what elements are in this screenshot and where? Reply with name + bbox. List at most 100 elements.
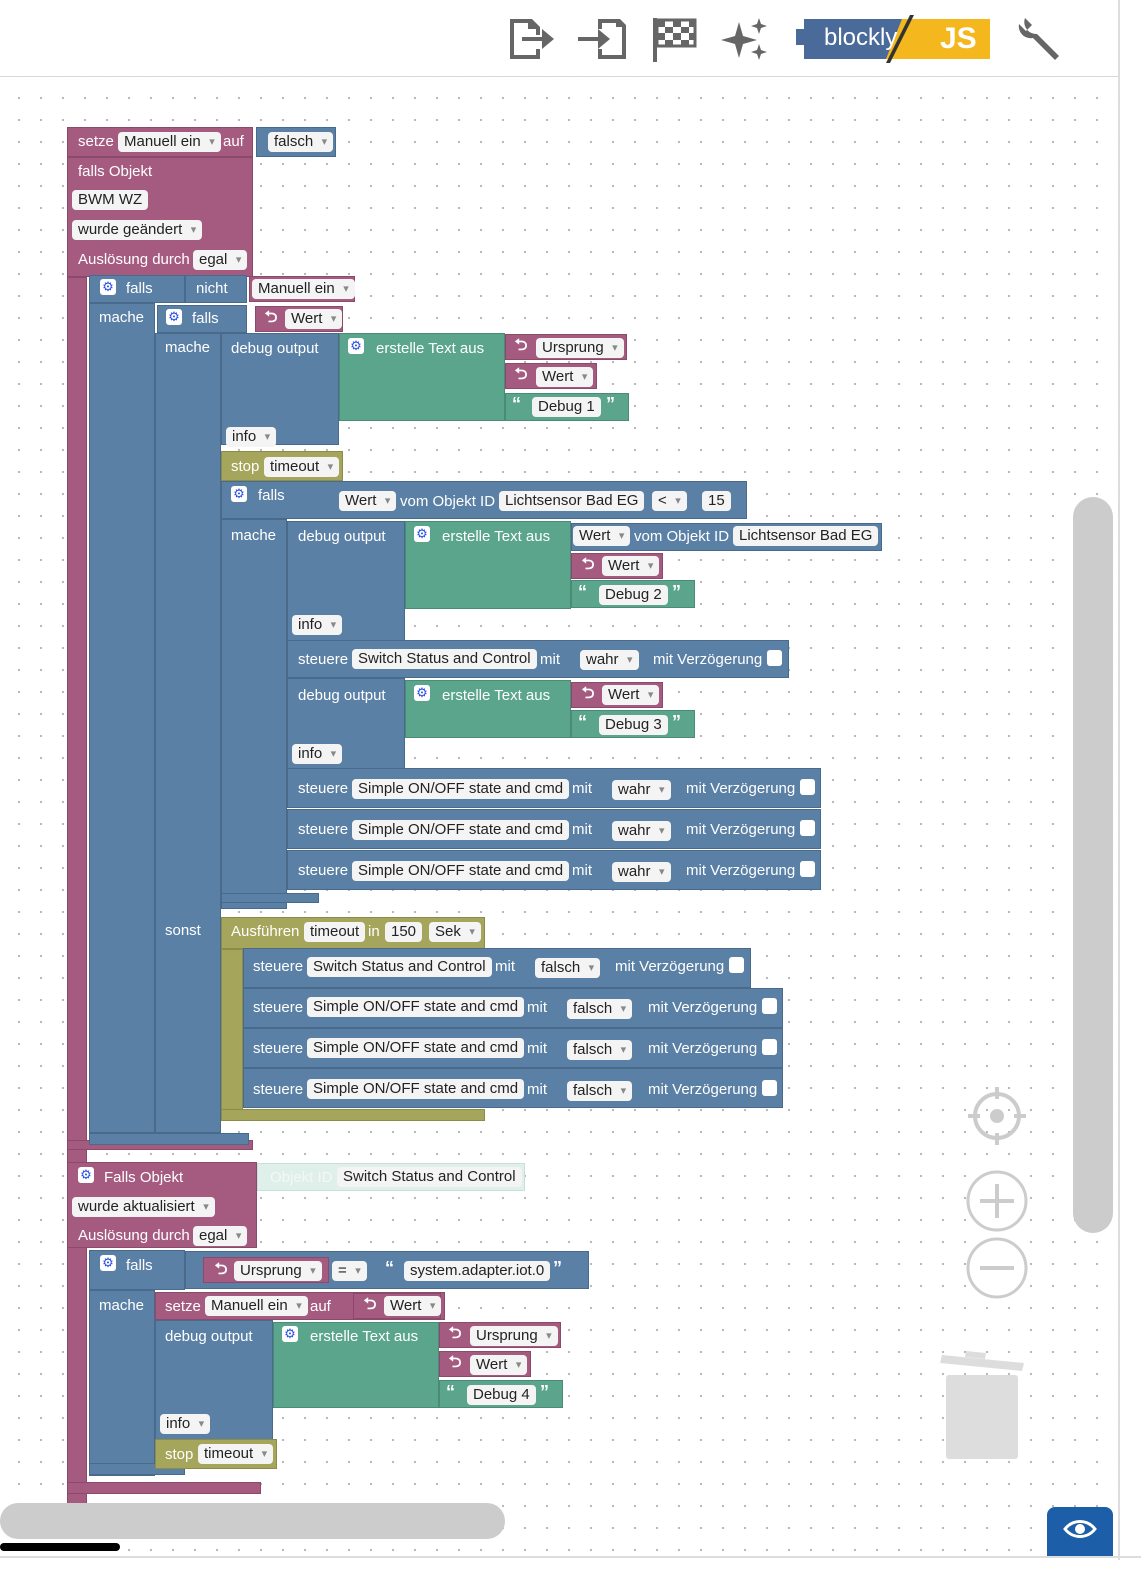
compare-op-dropdown[interactable]: = xyxy=(332,1261,367,1281)
zoom-in-icon[interactable] xyxy=(966,1170,1028,1232)
objekt-id-simple[interactable]: Simple ON/OFF state and cmd xyxy=(307,997,525,1017)
wahr-dropdown[interactable]: wahr xyxy=(612,821,671,841)
variable-get-icon: ⮌ xyxy=(514,366,528,383)
block-erstelle-text-4[interactable] xyxy=(273,1322,439,1408)
falsch-dropdown[interactable]: falsch xyxy=(567,1081,633,1101)
loglevel-dropdown[interactable]: info xyxy=(292,615,343,635)
trigger-dropdown[interactable]: wurde geändert xyxy=(72,220,203,240)
timeout-dropdown[interactable]: timeout xyxy=(264,457,340,477)
variable-get-icon: ⮌ xyxy=(448,1354,462,1371)
block-falls-1-mache xyxy=(89,303,155,1133)
number-150[interactable]: 150 xyxy=(385,922,423,942)
crosshair-icon[interactable] xyxy=(966,1085,1028,1147)
verzoegerung-checkbox[interactable] xyxy=(729,957,744,973)
auf-label: auf xyxy=(310,1298,331,1315)
import-icon[interactable] xyxy=(574,12,630,66)
verzoegerung-checkbox[interactable] xyxy=(762,1039,777,1055)
block-steuere-switch-1[interactable] xyxy=(287,640,789,678)
text-debug-1[interactable]: Debug 1 xyxy=(532,397,601,417)
gear-icon[interactable]: ⚙ xyxy=(282,1326,298,1342)
objekt-id-switch[interactable]: Switch Status and Control xyxy=(352,649,537,669)
var-dropdown-wert[interactable]: Wert xyxy=(602,685,660,705)
objekt-id-switch[interactable]: Switch Status and Control xyxy=(307,957,492,977)
debug-output-label: debug output xyxy=(298,687,386,704)
timeout-name[interactable]: timeout xyxy=(304,922,366,942)
objekt-id-simple[interactable]: Simple ON/OFF state and cmd xyxy=(307,1038,525,1058)
block-erstelle-text-2[interactable] xyxy=(405,521,571,609)
gear-icon[interactable]: ⚙ xyxy=(78,1167,94,1183)
timeout-dropdown[interactable]: timeout xyxy=(198,1444,274,1464)
block-nicht[interactable] xyxy=(185,275,247,303)
var-dropdown-manuell[interactable]: Manuell ein xyxy=(118,132,221,152)
gear-icon[interactable]: ⚙ xyxy=(348,338,364,354)
gear-icon[interactable]: ⚙ xyxy=(414,685,430,701)
text-debug-4[interactable]: Debug 4 xyxy=(467,1385,536,1405)
egal-dropdown[interactable]: egal xyxy=(193,250,248,270)
gear-icon[interactable]: ⚙ xyxy=(166,309,182,325)
block-erstelle-text-1[interactable] xyxy=(339,333,505,421)
falsch-dropdown[interactable]: falsch xyxy=(268,132,334,152)
text-debug-3[interactable]: Debug 3 xyxy=(599,715,668,735)
falsch-dropdown[interactable]: falsch xyxy=(567,999,633,1019)
wahr-dropdown[interactable]: wahr xyxy=(580,650,639,670)
var-dropdown-ursprung[interactable]: Ursprung xyxy=(536,338,624,358)
horizontal-scrollbar[interactable] xyxy=(0,1503,505,1539)
unit-dropdown[interactable]: Sek xyxy=(429,922,481,942)
var-dropdown-manuell[interactable]: Manuell ein xyxy=(205,1296,308,1316)
gear-icon[interactable]: ⚙ xyxy=(231,486,247,502)
falsch-dropdown[interactable]: falsch xyxy=(567,1040,633,1060)
gear-icon[interactable]: ⚙ xyxy=(100,279,116,295)
eye-icon[interactable] xyxy=(1047,1507,1113,1557)
var-dropdown-manuell[interactable]: Manuell ein xyxy=(252,279,355,299)
wrench-icon[interactable] xyxy=(1012,12,1068,66)
verzoegerung-checkbox[interactable] xyxy=(800,779,815,795)
sparkle-icon[interactable] xyxy=(718,12,774,66)
verzoegerung-checkbox[interactable] xyxy=(762,1080,777,1096)
blockly-workspace[interactable]: setze Manuell ein auf falsch falls Objek… xyxy=(0,77,1120,1557)
erstelle-text-label: erstelle Text aus xyxy=(442,528,551,545)
objekt-id-simple[interactable]: Simple ON/OFF state and cmd xyxy=(352,861,570,881)
verzoegerung-checkbox[interactable] xyxy=(767,650,782,666)
gear-icon[interactable]: ⚙ xyxy=(414,526,430,542)
verzoegerung-checkbox[interactable] xyxy=(762,998,777,1014)
verzoegerung-checkbox[interactable] xyxy=(800,861,815,877)
loglevel-dropdown[interactable]: info xyxy=(292,744,343,764)
gear-icon[interactable]: ⚙ xyxy=(100,1255,116,1271)
egal-dropdown[interactable]: egal xyxy=(193,1226,248,1246)
wahr-dropdown[interactable]: wahr xyxy=(612,862,671,882)
block-erstelle-text-3[interactable] xyxy=(405,680,571,738)
blockly-js-toggle[interactable]: blockly JS xyxy=(794,12,994,66)
var-dropdown-wert[interactable]: Wert xyxy=(285,309,343,329)
var-dropdown-wert[interactable]: Wert xyxy=(384,1296,442,1316)
falls-label: falls xyxy=(258,487,285,504)
loglevel-dropdown[interactable]: info xyxy=(160,1414,211,1434)
wert-attr-dropdown[interactable]: Wert xyxy=(573,526,631,546)
compare-op-dropdown[interactable]: < xyxy=(652,491,687,511)
objekt-id-simple[interactable]: Simple ON/OFF state and cmd xyxy=(352,779,570,799)
trash-icon[interactable] xyxy=(938,1345,1028,1465)
var-dropdown-ursprung[interactable]: Ursprung xyxy=(234,1261,322,1281)
loglevel-dropdown[interactable]: info xyxy=(226,427,277,447)
var-dropdown-wert[interactable]: Wert xyxy=(536,367,594,387)
wert-attr-dropdown[interactable]: Wert xyxy=(339,491,397,511)
text-adapter[interactable]: system.adapter.iot.0 xyxy=(404,1261,551,1281)
verzoegerung-checkbox[interactable] xyxy=(800,820,815,836)
trigger-dropdown[interactable]: wurde aktualisiert xyxy=(72,1197,215,1217)
falsch-dropdown[interactable]: falsch xyxy=(535,958,601,978)
objekt-id-simple[interactable]: Simple ON/OFF state and cmd xyxy=(352,820,570,840)
objekt-id-lichtsensor[interactable]: Lichtsensor Bad EG xyxy=(733,526,879,546)
zoom-out-icon[interactable] xyxy=(966,1237,1028,1299)
objekt-id-lichtsensor[interactable]: Lichtsensor Bad EG xyxy=(499,491,645,511)
checkered-flag-icon[interactable] xyxy=(646,12,702,66)
vertical-scrollbar[interactable] xyxy=(1073,497,1113,1233)
text-debug-2[interactable]: Debug 2 xyxy=(599,585,668,605)
objekt-id-simple[interactable]: Simple ON/OFF state and cmd xyxy=(307,1079,525,1099)
var-dropdown-wert[interactable]: Wert xyxy=(470,1355,528,1375)
var-dropdown-ursprung[interactable]: Ursprung xyxy=(470,1326,558,1346)
objekt-id-switch[interactable]: Switch Status and Control xyxy=(337,1167,522,1187)
wahr-dropdown[interactable]: wahr xyxy=(612,780,671,800)
export-icon[interactable] xyxy=(502,12,558,66)
number-15[interactable]: 15 xyxy=(702,491,731,511)
var-dropdown-wert[interactable]: Wert xyxy=(602,556,660,576)
objekt-id-bwm[interactable]: BWM WZ xyxy=(72,190,149,210)
